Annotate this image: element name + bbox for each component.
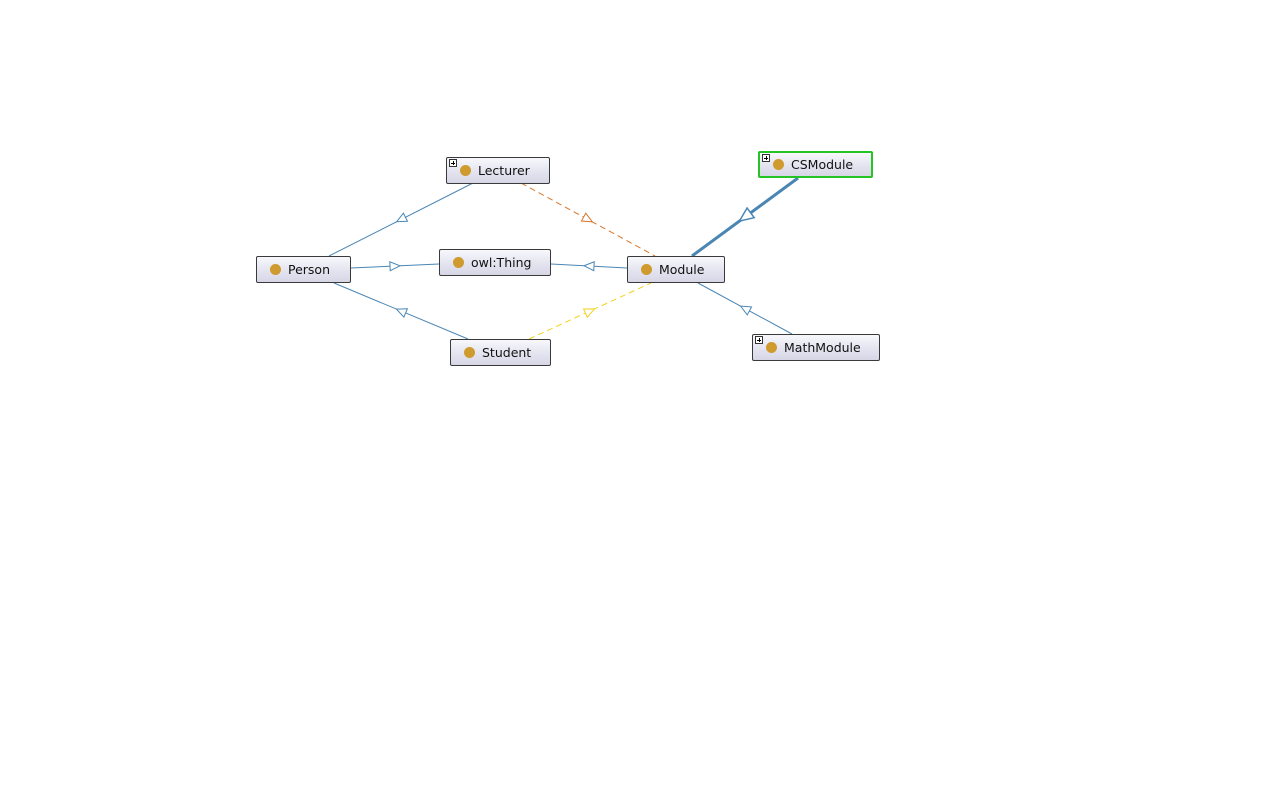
node-person[interactable]: Person xyxy=(256,256,351,283)
arrowhead-icon xyxy=(582,308,596,319)
expand-icon[interactable] xyxy=(449,159,457,167)
node-label: Person xyxy=(288,262,331,277)
node-module[interactable]: Module xyxy=(627,256,725,283)
node-csmodule[interactable]: CSModule xyxy=(758,151,873,178)
class-circle-icon xyxy=(453,257,464,268)
class-circle-icon xyxy=(464,347,475,358)
expand-icon[interactable] xyxy=(755,336,763,344)
node-thing[interactable]: owl:Thing xyxy=(439,249,551,276)
class-circle-icon xyxy=(641,264,652,275)
arrowhead-icon xyxy=(580,212,594,223)
arrowhead-icon xyxy=(737,206,756,223)
edge-student-module[interactable] xyxy=(528,282,652,340)
node-label: owl:Thing xyxy=(471,255,532,270)
node-student[interactable]: Student xyxy=(450,339,551,366)
class-circle-icon xyxy=(460,165,471,176)
arrowhead-icon xyxy=(389,260,402,272)
node-label: Lecturer xyxy=(478,163,530,178)
arrowhead-icon xyxy=(395,308,409,318)
class-circle-icon xyxy=(270,264,281,275)
node-label: Student xyxy=(482,345,532,360)
node-label: CSModule xyxy=(791,157,854,172)
arrowhead-icon xyxy=(739,305,753,316)
arrowhead-icon xyxy=(582,261,595,272)
arrowhead-icon xyxy=(395,212,409,223)
expand-icon[interactable] xyxy=(762,154,770,162)
node-lecturer[interactable]: Lecturer xyxy=(446,157,550,184)
node-mathmodule[interactable]: MathModule xyxy=(752,334,880,361)
edge-lecturer-module[interactable] xyxy=(520,182,656,257)
class-circle-icon xyxy=(766,342,777,353)
class-circle-icon xyxy=(773,159,784,170)
node-label: Module xyxy=(659,262,705,277)
node-label: MathModule xyxy=(784,340,861,355)
